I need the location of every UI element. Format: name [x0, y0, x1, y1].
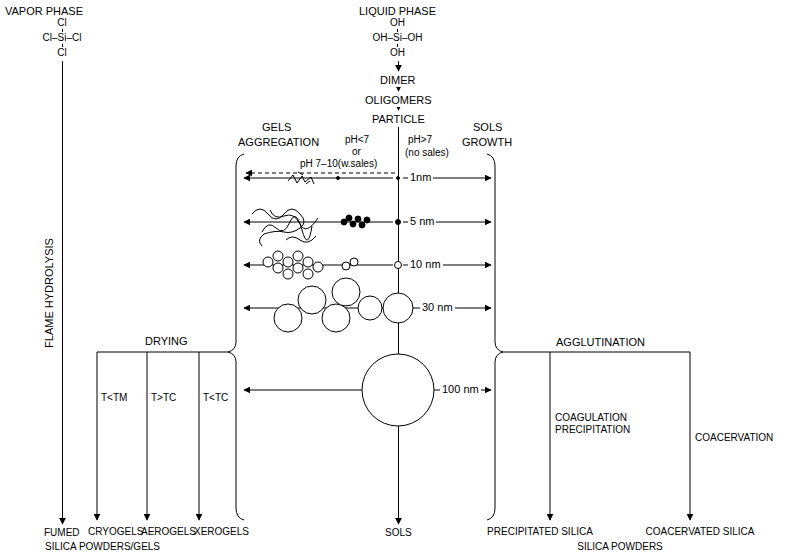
annotation-label: AGGLUTINATION [556, 336, 645, 348]
annotation-label: pH<7 [345, 134, 369, 146]
formula-line: OH [359, 47, 436, 59]
annotation-label: pH>7 [408, 134, 432, 146]
phase-label: PARTICLE [372, 113, 425, 125]
phase-label: FUMED [44, 527, 80, 539]
annotation-label: DRYING [145, 335, 188, 347]
phase-label: VAPOR PHASE [3, 5, 121, 17]
flow-term: VAPOR PHASEClCl–Si–ClCl [0, 4, 124, 60]
annotation-label: 5 nm [408, 215, 436, 227]
formula-line: Cl [3, 17, 121, 29]
gels-bracket [228, 154, 244, 520]
annotation-label: COACERVATION [695, 432, 773, 444]
annotation-label: COACERVATED SILICA [646, 526, 755, 538]
phase-label: LIQUID PHASE [359, 5, 436, 17]
flow-term: FUMED [41, 526, 83, 540]
chemical-bond [397, 44, 398, 47]
annotation-label: PRECIPITATED SILICA [487, 526, 593, 538]
annotation-label: AEROGELS [141, 526, 196, 538]
flow-arrow [398, 88, 399, 91]
flow-arrow [398, 127, 399, 524]
flow-term: OLIGOMERS [362, 93, 435, 107]
annotation-label: AGGREGATION [238, 136, 319, 148]
layout-strokes [97, 154, 690, 520]
annotation-label: GELS [262, 121, 291, 133]
annotation-label: SOLS [473, 121, 502, 133]
chemical-bond [62, 44, 63, 47]
annotation-label: 10 nm [408, 258, 443, 270]
flow-term: LIQUID PHASEOHOH–Si–OHOH [356, 4, 439, 60]
formula-line: Cl–Si–Cl [3, 32, 121, 44]
annotation-label: T>TC [151, 392, 176, 404]
annotation-label: T<TC [203, 392, 228, 404]
annotation-label: T<TM [101, 392, 127, 404]
annotation-label: 100 nm [440, 383, 481, 395]
formula-line: OH [359, 17, 436, 29]
edge-layer [63, 61, 399, 524]
phase-label: DIMER [380, 74, 415, 86]
chemical-bond [62, 29, 63, 32]
annotation-label: CRYOGELS [88, 526, 143, 538]
annotation-label: 1nm [408, 171, 433, 183]
chemical-bond [397, 29, 398, 32]
flow-term: DIMER [377, 73, 418, 87]
particle-figures [252, 172, 434, 426]
annotation-label: XEROGELS [194, 526, 249, 538]
annotation-label: 30 nm [420, 301, 455, 313]
annotation-label: pH 7–10(w.sales) [300, 158, 377, 170]
annotation-label: GROWTH [462, 136, 512, 148]
annotation-label: (no sales) [405, 147, 449, 159]
flow-arrow [398, 108, 399, 110]
formula-line: OH–Si–OH [359, 32, 436, 44]
flow-term: SOLS [382, 526, 415, 540]
annotation-label: SILICA POWDERS/GELS [45, 541, 160, 553]
formula-line: Cl [3, 47, 121, 59]
annotation-label: SILICA POWDERS [577, 541, 663, 553]
sols-bracket [487, 154, 503, 520]
phase-label: OLIGOMERS [365, 94, 432, 106]
phase-label: SOLS [385, 527, 412, 539]
annotation-label: COAGULATION PRECIPITATION [555, 412, 645, 436]
flow-arrow [398, 61, 399, 71]
edge-label: FLAME HYDROLYSIS [43, 238, 55, 348]
flow-arrow [62, 61, 63, 524]
annotation-label: or [352, 146, 361, 158]
flow-term: PARTICLE [369, 112, 428, 126]
